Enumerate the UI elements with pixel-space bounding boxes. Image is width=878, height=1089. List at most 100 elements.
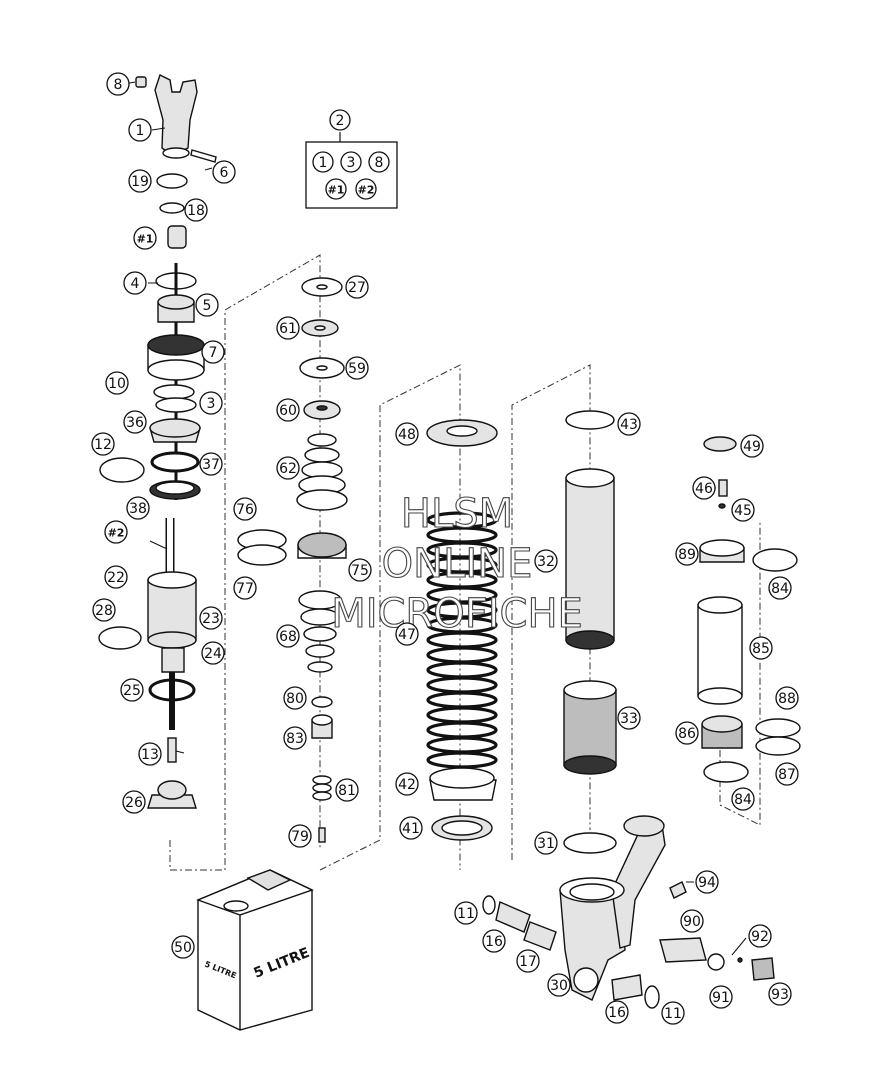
callout-circle	[133, 226, 157, 250]
callout-circle	[675, 721, 699, 745]
callout-94: 94	[695, 870, 719, 894]
callout-number: 79	[291, 829, 309, 845]
callout-circle	[276, 398, 300, 422]
callout-circle	[120, 678, 144, 702]
callout-number: 77	[236, 581, 254, 597]
callout-circle	[454, 901, 478, 925]
callout-circle	[775, 686, 799, 710]
callout-circle	[692, 476, 716, 500]
callout-16: 16	[605, 1000, 629, 1024]
callout-36: 36	[123, 410, 147, 434]
kit-callout-ref-2: #2	[355, 178, 377, 200]
spring-coil	[426, 751, 498, 769]
callout-circle	[106, 72, 130, 96]
callout-circle	[617, 706, 641, 730]
callout-1: 1	[128, 118, 152, 142]
kit-callout-1: 1	[312, 151, 334, 173]
callout-circle	[233, 576, 257, 600]
callout-number: 8	[375, 155, 384, 171]
callout-circle	[605, 1000, 629, 1024]
callout-number: 7	[209, 345, 218, 361]
callout-circle	[276, 624, 300, 648]
watermark: HLSM ONLINE MICROFICHE	[331, 490, 584, 637]
callout-circle	[288, 824, 312, 848]
callout-38: 38	[126, 496, 150, 520]
callout-number: 10	[108, 376, 126, 392]
callout-ref-2: #2	[104, 520, 128, 544]
callout-circle	[201, 641, 225, 665]
callout-86: 86	[675, 721, 699, 745]
callout-number: 36	[126, 415, 144, 431]
callout-circle	[348, 558, 372, 582]
watermark-line-1: HLSM	[401, 491, 513, 537]
callout-6: 6	[212, 160, 236, 184]
callout-50: 50	[171, 935, 195, 959]
callout-circle	[768, 576, 792, 600]
callout-number: 32	[537, 554, 555, 570]
callout-89: 89	[675, 542, 699, 566]
spring-parts	[426, 419, 498, 841]
callout-circle	[516, 949, 540, 973]
callout-17: 17	[516, 949, 540, 973]
callout-number: 92	[751, 929, 769, 945]
callout-number: 43	[620, 417, 638, 433]
callout-number: 28	[95, 603, 113, 619]
callout-circle	[128, 118, 152, 142]
callout-number: 16	[485, 934, 503, 950]
callout-number: #1	[328, 184, 345, 197]
callout-circle	[368, 151, 390, 173]
callout-circle	[355, 178, 377, 200]
callout-circle	[399, 816, 423, 840]
callout-circle	[233, 497, 257, 521]
callout-number: 76	[236, 502, 254, 518]
callout-91: 91	[709, 985, 733, 1009]
callout-circle	[329, 109, 351, 131]
callout-number: 37	[202, 457, 220, 473]
callout-49: 49	[740, 434, 764, 458]
callout-number: 17	[519, 954, 537, 970]
callout-circle	[128, 169, 152, 193]
callout-41: 41	[399, 816, 423, 840]
callout-4: 4	[123, 271, 147, 295]
callout-circle	[199, 606, 223, 630]
callout-number: 87	[778, 767, 796, 783]
callout-circle	[482, 929, 506, 953]
callout-circle	[335, 778, 359, 802]
callout-number: #2	[108, 527, 125, 540]
callout-27: 27	[345, 275, 369, 299]
callout-47: 47	[395, 622, 419, 646]
callout-number: #1	[137, 233, 154, 246]
callout-22: 22	[104, 565, 128, 589]
callout-circle	[276, 456, 300, 480]
callout-circle	[340, 151, 362, 173]
callout-26: 26	[122, 790, 146, 814]
callout-circle	[283, 686, 307, 710]
callout-number: 33	[620, 711, 638, 727]
callout-circle	[395, 422, 419, 446]
spring-coil	[426, 646, 498, 664]
callout-80: 80	[283, 686, 307, 710]
damper-body-parts	[559, 410, 666, 1001]
callout-number: 38	[129, 501, 147, 517]
callout-number: 19	[131, 174, 149, 190]
callout-46: 46	[692, 476, 716, 500]
callout-circle	[126, 496, 150, 520]
callout-number: 50	[174, 940, 192, 956]
callout-number: 90	[683, 914, 701, 930]
callout-circle	[547, 973, 571, 997]
callout-number: 11	[457, 906, 475, 922]
callout-76: 76	[233, 497, 257, 521]
callout-number: 62	[279, 461, 297, 477]
callout-3: 3	[199, 391, 223, 415]
callout-number: 59	[348, 361, 366, 377]
callout-circle	[199, 391, 223, 415]
callout-12: 12	[91, 432, 115, 456]
callout-circle	[123, 271, 147, 295]
callout-30: 30	[547, 973, 571, 997]
callout-number: 86	[678, 726, 696, 742]
callout-87: 87	[775, 762, 799, 786]
callout-circle	[731, 498, 755, 522]
callout-circle	[184, 198, 208, 222]
